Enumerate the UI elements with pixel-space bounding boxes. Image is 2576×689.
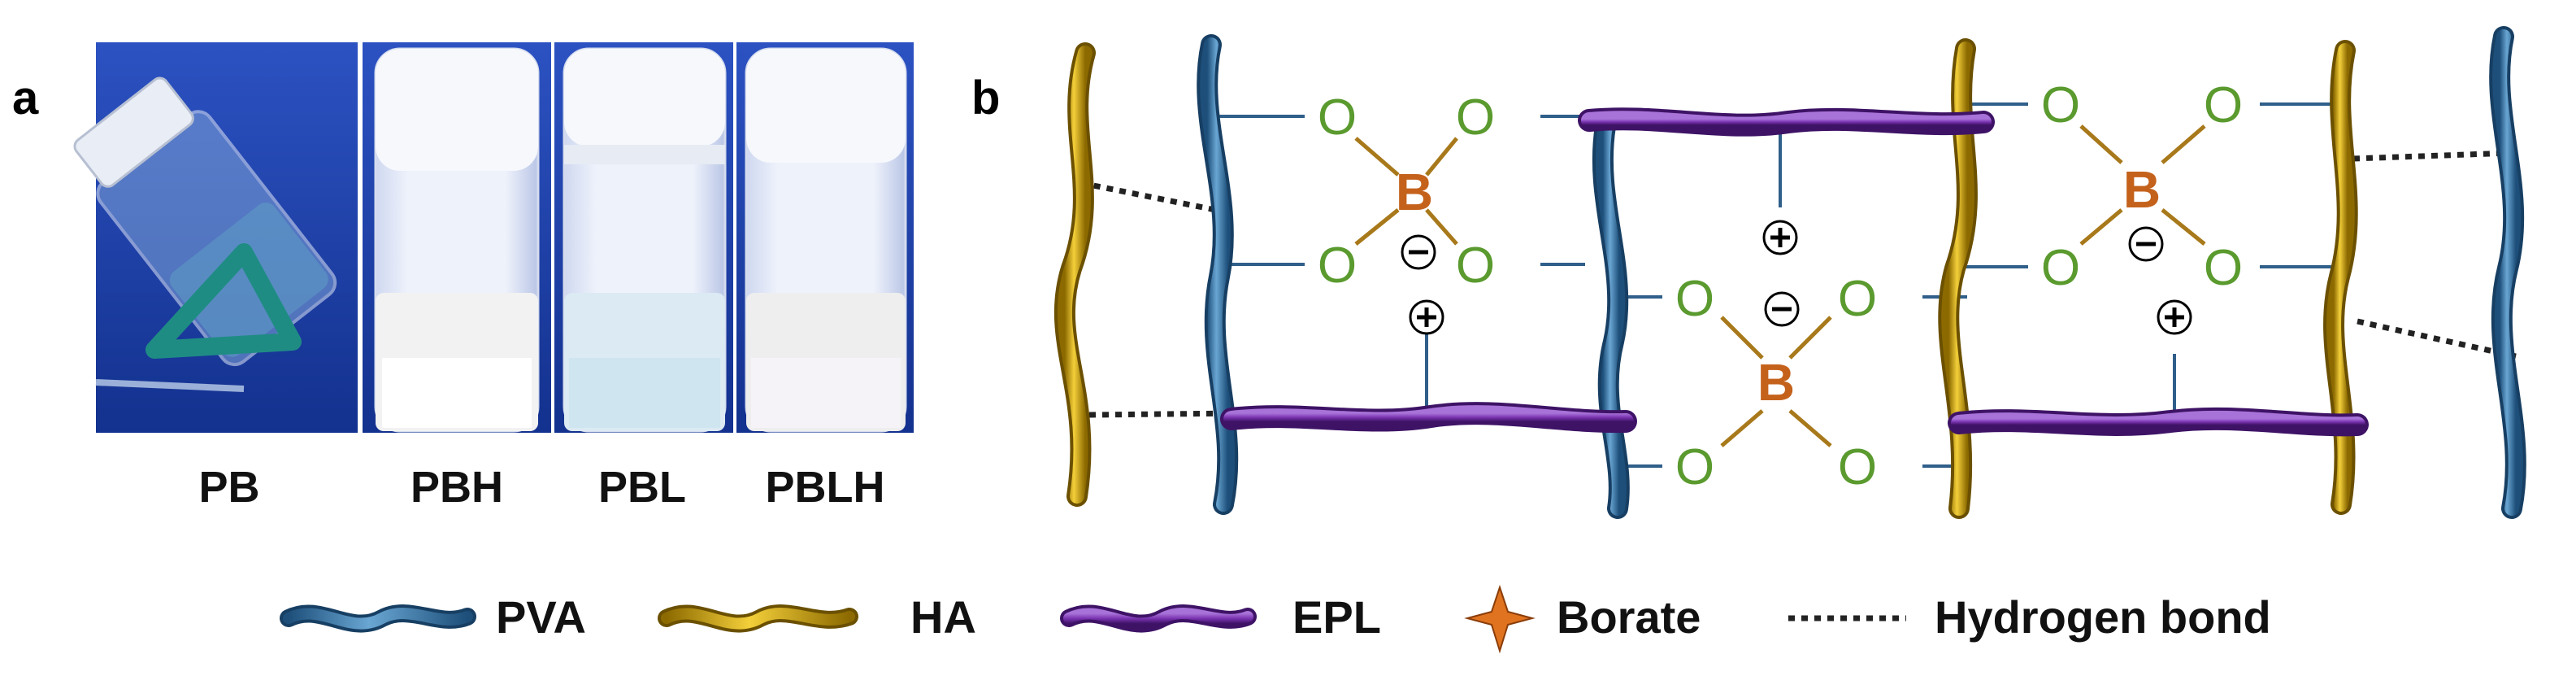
epl-chains [1220, 107, 2369, 437]
boron-atom: B [2123, 160, 2161, 219]
label-pb: PB [198, 463, 259, 512]
legend-pva-label: PVA [496, 591, 586, 643]
legend-item-borate: Borate [1464, 584, 1701, 654]
oxygen-atom: O [2204, 240, 2243, 296]
legend-item-hbond: Hydrogen bond [1788, 591, 2271, 643]
hbond-4 [2357, 318, 2517, 360]
photo-pb [73, 42, 358, 433]
label-pbh: PBH [411, 463, 503, 512]
photo-strip: PB PBH PBL PBLH [73, 42, 914, 512]
label-pbl: PBL [598, 463, 686, 512]
oxygen-atom: O [1838, 271, 1877, 327]
borate-star-icon [1464, 584, 1536, 654]
oxygen-atom: O [1675, 271, 1714, 327]
ha-swatch-icon [661, 608, 855, 630]
crosslink-diagram: O O O O B O O O O B O O O O [1053, 26, 2526, 519]
label-pblh: PBLH [766, 463, 885, 512]
panel-a-letter: a [12, 72, 39, 124]
borate-complex-2: O O O O B [1675, 220, 1877, 495]
boron-atom: B [1396, 163, 1433, 221]
photo-pblh [736, 42, 914, 433]
oxygen-atom: O [1318, 238, 1357, 294]
legend-borate-label: Borate [1557, 591, 1701, 643]
oxygen-atom: O [1456, 238, 1495, 294]
legend-epl-label: EPL [1292, 591, 1381, 643]
oxygen-atom: O [1838, 439, 1877, 495]
hbond-3 [2352, 150, 2513, 162]
legend-item-pva: PVA [280, 591, 586, 643]
oxygen-atom: O [1318, 89, 1357, 146]
oxygen-atom: O [2041, 77, 2080, 133]
oxygen-atom: O [1675, 439, 1714, 495]
borate-complex-3: O O O O B [2041, 77, 2243, 335]
oxygen-atom: O [1456, 89, 1495, 146]
oxygen-atom: O [2041, 240, 2080, 296]
epl-swatch-icon [1063, 608, 1253, 630]
photo-pbh [363, 42, 551, 433]
borate-complex-1: O O O O B [1318, 89, 1495, 335]
boron-atom: B [1757, 353, 1795, 412]
pva-chains [1197, 26, 2526, 519]
photo-pbl [554, 42, 733, 433]
legend-item-ha: HA [658, 591, 976, 643]
panel-b-letter: b [971, 72, 1000, 124]
legend-item-epl: EPL [1060, 591, 1381, 643]
oxygen-atom: O [2204, 77, 2243, 133]
legend: PVA HA EPL Borate Hydrogen bond [280, 584, 2271, 654]
legend-ha-label: HA [910, 591, 976, 643]
hbond-1 [1080, 180, 1224, 215]
hydrogen-bonds [1080, 150, 2517, 418]
borate-spokes [1354, 124, 2206, 447]
pva-swatch-icon [283, 608, 473, 630]
legend-hbond-label: Hydrogen bond [1935, 591, 2271, 643]
